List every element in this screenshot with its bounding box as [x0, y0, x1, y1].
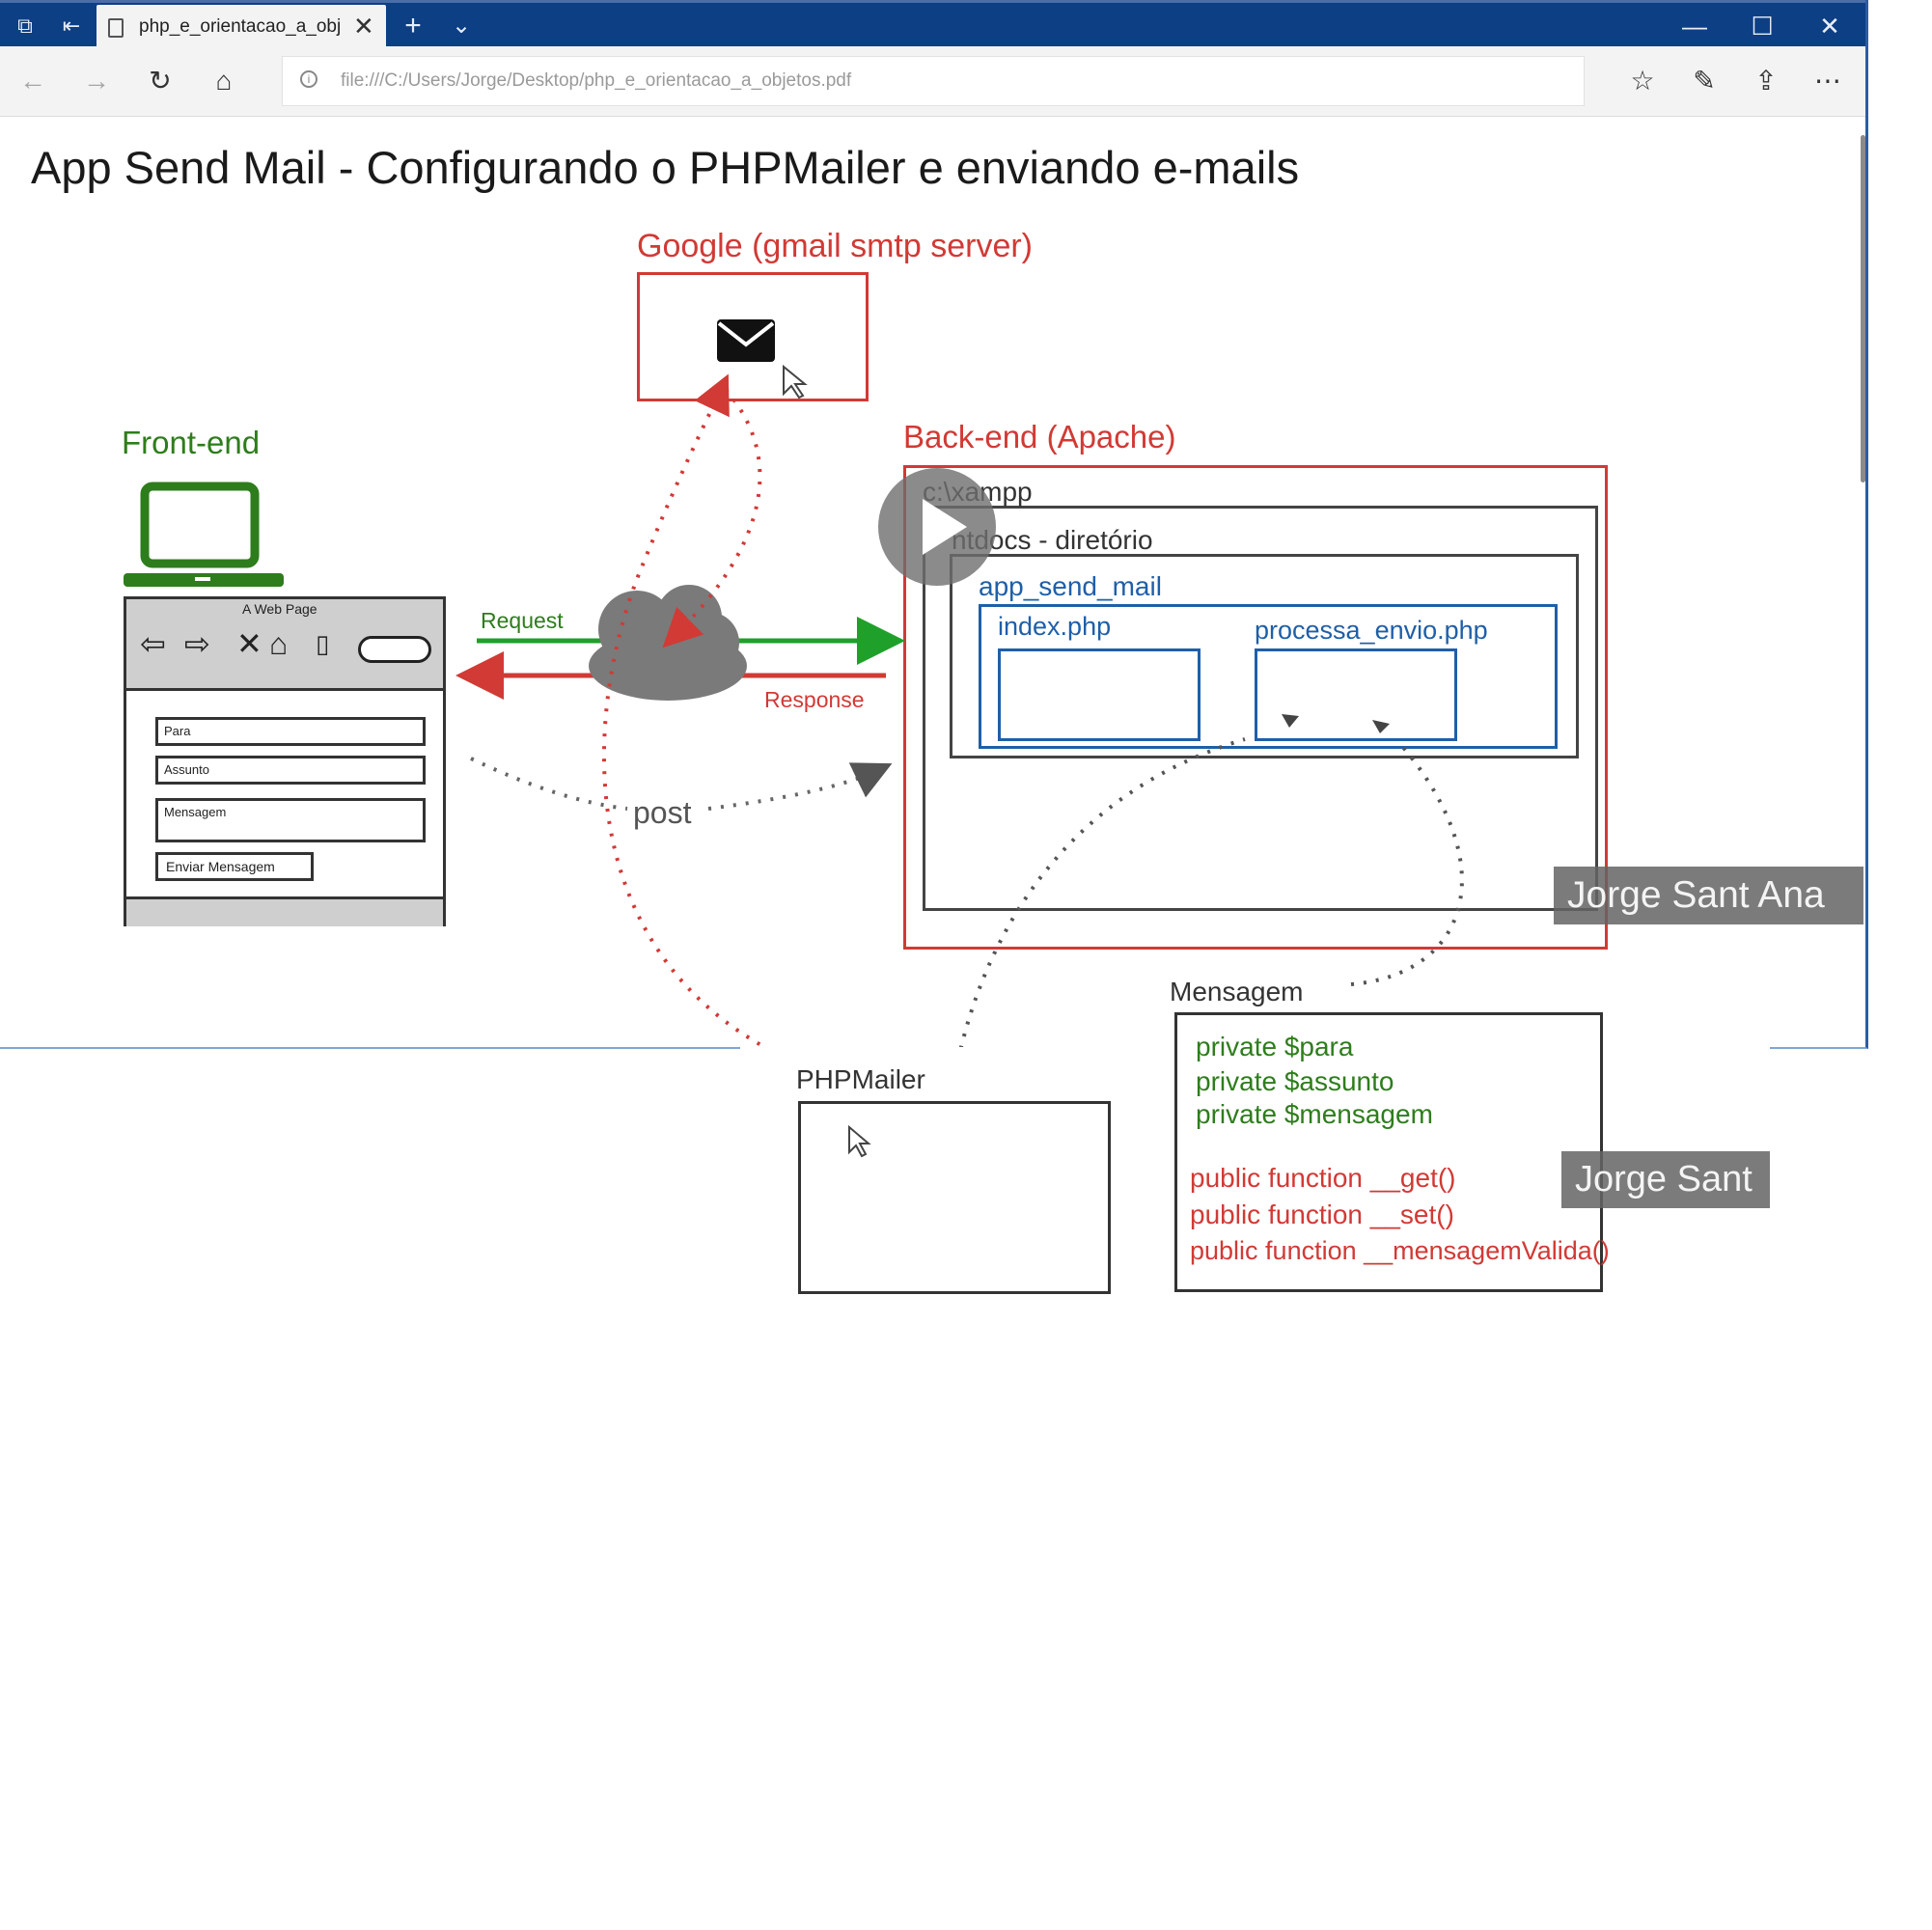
- wireframe-back-icon: ⇦: [140, 626, 166, 661]
- processa-envio-box: [1255, 648, 1457, 741]
- wireframe-stop-icon: ✕: [236, 626, 262, 661]
- phpmailer-label: PHPMailer: [796, 1064, 925, 1094]
- xampp-box: [923, 506, 1598, 911]
- phpmailer-box: [798, 1101, 1111, 1294]
- slide-title: App Send Mail - Configurando o PHPMailer…: [31, 142, 1300, 193]
- wireframe-search-icon: [358, 636, 431, 663]
- wireframe-field-assunto: Assunto: [155, 756, 426, 785]
- new-tab-button[interactable]: +: [404, 10, 422, 41]
- index-php-box: [998, 648, 1201, 741]
- mensagem-label: Mensagem: [1170, 977, 1304, 1006]
- close-window-button[interactable]: ✕: [1819, 12, 1840, 41]
- back-button[interactable]: ←: [19, 66, 46, 96]
- address-bar[interactable]: i file:///C:/Users/Jorge/Desktop/php_e_o…: [282, 56, 1585, 106]
- set-aside-tabs-icon[interactable]: ⇤: [62, 14, 81, 38]
- maximize-button[interactable]: ☐: [1751, 12, 1774, 41]
- wireframe-caption: A Web Page: [242, 601, 317, 617]
- wireframe-home-icon: ⌂: [269, 626, 289, 661]
- wireframe-page-icon: ▯: [316, 629, 330, 658]
- laptop-icon: [124, 482, 284, 587]
- phpmailer-to-google-arrow: [601, 373, 794, 1063]
- cursor-icon: [783, 364, 808, 400]
- webpage-wireframe: A Web Page ⇦ ⇨ ✕ ⌂ ▯ Para Assunto Mensag…: [124, 596, 446, 926]
- wireframe-forward-icon: ⇨: [184, 626, 210, 661]
- refresh-button[interactable]: ↻: [149, 66, 172, 96]
- index-php-label: index.php: [998, 612, 1112, 641]
- processa-envio-label: processa_envio.php: [1255, 616, 1488, 645]
- envelope-icon: [717, 319, 775, 362]
- backend-box: [903, 465, 1608, 950]
- tab-title: php_e_orientacao_a_obj: [139, 16, 342, 37]
- info-icon: i: [300, 70, 317, 88]
- wireframe-statusbar: [126, 896, 443, 926]
- browser-window: ⧉ ⇤ php_e_orientacao_a_obj ✕ + ⌄ — ☐ ✕ ←…: [0, 0, 1868, 1049]
- forward-button[interactable]: →: [83, 66, 110, 96]
- post-arrow-left: [470, 757, 628, 811]
- htdocs-box: [950, 554, 1579, 758]
- web-notes-button[interactable]: ✎: [1693, 66, 1716, 96]
- instructor-name-tag-cut: Jorge Sant: [1561, 1151, 1770, 1208]
- request-label: Request: [481, 608, 564, 633]
- tab-active[interactable]: php_e_orientacao_a_obj ✕: [97, 5, 386, 49]
- method-set: public function __set(): [1190, 1199, 1454, 1229]
- address-url: file:///C:/Users/Jorge/Desktop/php_e_ori…: [341, 70, 852, 91]
- tab-actions-icon[interactable]: ⧉: [17, 14, 33, 38]
- home-button[interactable]: ⌂: [215, 66, 233, 96]
- tab-list-chevron-icon[interactable]: ⌄: [451, 13, 472, 39]
- response-label: Response: [764, 687, 865, 712]
- attribute-assunto: private $assunto: [1196, 1066, 1394, 1096]
- navigation-bar: ← → ↻ ⌂ i file:///C:/Users/Jorge/Desktop…: [0, 46, 1865, 117]
- play-icon: [923, 499, 967, 555]
- cursor-icon: [848, 1125, 871, 1158]
- tab-close-icon[interactable]: ✕: [353, 12, 374, 41]
- wireframe-field-para: Para: [155, 717, 426, 746]
- post-arrow-right: [707, 762, 893, 811]
- method-mensagem-valida: public function __mensagemValida(): [1190, 1236, 1610, 1265]
- document-icon: [108, 18, 124, 38]
- post-label: post: [629, 793, 696, 833]
- app-send-mail-label: app_send_mail: [979, 571, 1162, 601]
- frontend-label: Front-end: [122, 425, 261, 460]
- processa-arrowhead-1: [1282, 714, 1299, 728]
- cloud-icon: [589, 585, 747, 701]
- attribute-para: private $para: [1196, 1032, 1354, 1062]
- processa-arrowhead-2: [1372, 720, 1390, 733]
- tab-bar: ⧉ ⇤ php_e_orientacao_a_obj ✕ + ⌄ — ☐ ✕: [0, 0, 1865, 49]
- wireframe-send-button: Enviar Mensagem: [155, 852, 314, 881]
- instructor-name-tag: Jorge Sant Ana: [1554, 867, 1863, 924]
- minimize-button[interactable]: —: [1682, 12, 1707, 41]
- favorites-button[interactable]: ☆: [1630, 66, 1655, 96]
- overflow-panel: PHPMailer private $para private $assunto…: [740, 1012, 1770, 1296]
- mensagem-link: [1350, 743, 1464, 986]
- wireframe-toolbar: A Web Page ⇦ ⇨ ✕ ⌂ ▯: [126, 599, 443, 691]
- method-get: public function __get(): [1190, 1163, 1456, 1193]
- backend-label: Back-end (Apache): [903, 419, 1176, 455]
- share-button[interactable]: ⇪: [1754, 66, 1778, 96]
- more-button[interactable]: ⋯: [1814, 66, 1841, 96]
- google-server-box: [637, 272, 869, 401]
- google-label: Google (gmail smtp server): [637, 228, 1034, 264]
- app-send-mail-box: [979, 604, 1558, 749]
- play-button[interactable]: [878, 468, 996, 586]
- wireframe-field-mensagem: Mensagem: [155, 798, 426, 842]
- vertical-scrollbar[interactable]: [1861, 135, 1865, 482]
- attribute-mensagem: private $mensagem: [1196, 1099, 1433, 1129]
